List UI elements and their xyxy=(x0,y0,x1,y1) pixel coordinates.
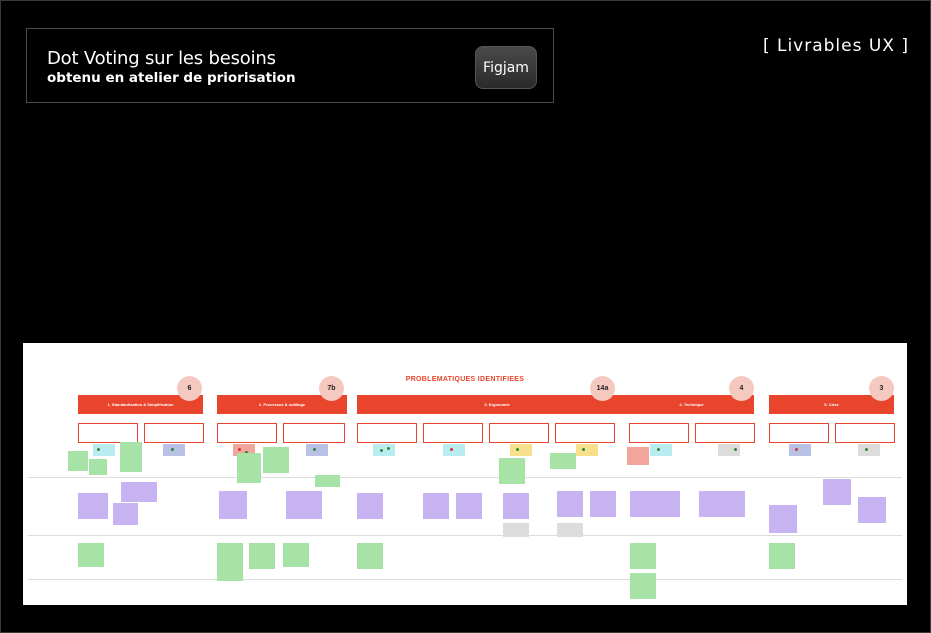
figjam-board-screenshot: PROBLEMATIQUES IDENTIFIEES 1. Standardis… xyxy=(23,343,907,605)
sticky-note xyxy=(858,497,886,523)
sticky-note xyxy=(699,491,745,517)
category-2-count: 7b xyxy=(319,376,344,401)
subcard xyxy=(489,423,549,443)
vote-swatch xyxy=(373,444,395,456)
category-5-count: 3 xyxy=(869,376,894,401)
vote-dot xyxy=(865,448,868,451)
sticky-note xyxy=(630,491,680,517)
board-title: PROBLEMATIQUES IDENTIFIEES xyxy=(405,376,525,383)
header-card: Dot Voting sur les besoins obtenu en ate… xyxy=(26,28,554,103)
category-1-count: 6 xyxy=(177,376,202,401)
vote-swatch xyxy=(306,444,328,456)
subcard xyxy=(423,423,483,443)
subcard xyxy=(555,423,615,443)
category-4-count: 4 xyxy=(729,376,754,401)
sticky-note xyxy=(249,543,275,569)
livrables-tag: [ Livrables UX ] xyxy=(762,36,909,56)
figjam-button[interactable]: Figjam xyxy=(475,46,537,89)
sticky-note xyxy=(823,479,851,505)
vote-swatch xyxy=(858,444,880,456)
sticky-note xyxy=(286,491,322,519)
vote-dot xyxy=(171,448,174,451)
sticky-note xyxy=(557,491,583,517)
sticky-note xyxy=(89,459,107,475)
sticky-note xyxy=(357,543,383,569)
vote-dot xyxy=(245,451,248,454)
sticky-note xyxy=(503,493,529,519)
vote-dot xyxy=(387,447,390,450)
vote-swatch xyxy=(163,444,185,456)
sticky-note xyxy=(630,573,656,599)
subcard xyxy=(835,423,895,443)
vote-dot xyxy=(238,448,241,451)
vote-dot xyxy=(97,448,100,451)
sticky-note xyxy=(590,491,616,517)
vote-dot xyxy=(734,448,737,451)
row-divider xyxy=(28,535,902,536)
sticky-note xyxy=(219,491,247,519)
sticky-note xyxy=(263,447,289,473)
sticky-note xyxy=(315,475,340,487)
subcard xyxy=(629,423,689,443)
sticky-note xyxy=(456,493,482,519)
page-title: Dot Voting sur les besoins xyxy=(47,48,276,69)
category-2: 2. Processus & outillage xyxy=(217,395,347,414)
page-subtitle: obtenu en atelier de priorisation xyxy=(47,70,296,86)
sticky-note xyxy=(499,458,525,484)
sticky-note xyxy=(423,493,449,519)
category-3-count: 14a xyxy=(590,376,615,401)
sticky-note xyxy=(283,543,309,567)
subcard xyxy=(144,423,204,443)
vote-dot xyxy=(582,448,585,451)
subcard xyxy=(283,423,345,443)
sticky-note xyxy=(503,523,529,537)
category-1: 1. Standardisation & Simplification xyxy=(78,395,203,414)
sticky-note xyxy=(550,453,576,469)
vote-swatch xyxy=(93,444,115,456)
vote-dot xyxy=(516,448,519,451)
sticky-note xyxy=(627,447,649,465)
vote-dot xyxy=(380,449,383,452)
subcard xyxy=(769,423,829,443)
subcard xyxy=(217,423,277,443)
vote-dot xyxy=(313,448,316,451)
subcard xyxy=(357,423,417,443)
subcard xyxy=(695,423,755,443)
sticky-note xyxy=(769,505,797,533)
category-5: 5. Crise xyxy=(769,395,894,414)
sticky-note xyxy=(121,482,157,502)
vote-swatch xyxy=(576,444,598,456)
vote-swatch xyxy=(650,444,672,456)
subcard xyxy=(78,423,138,443)
sticky-note xyxy=(78,543,104,567)
sticky-note xyxy=(769,543,795,569)
vote-swatch xyxy=(510,444,532,456)
sticky-note xyxy=(357,493,383,519)
sticky-note xyxy=(78,493,108,519)
sticky-note xyxy=(557,523,583,537)
sticky-note xyxy=(237,453,261,483)
vote-dot xyxy=(795,448,798,451)
row-divider xyxy=(28,477,902,478)
vote-dot xyxy=(450,448,453,451)
sticky-note xyxy=(68,451,88,471)
vote-swatch xyxy=(443,444,465,456)
vote-dot xyxy=(657,448,660,451)
sticky-note xyxy=(120,442,142,472)
category-4: 4. Technique xyxy=(629,395,754,414)
vote-swatch xyxy=(789,444,811,456)
vote-swatch xyxy=(718,444,740,456)
sticky-note xyxy=(630,543,656,569)
row-divider xyxy=(28,579,902,580)
sticky-note xyxy=(113,503,138,525)
sticky-note xyxy=(217,543,243,581)
category-3: 3. Ergonomie xyxy=(357,395,637,414)
